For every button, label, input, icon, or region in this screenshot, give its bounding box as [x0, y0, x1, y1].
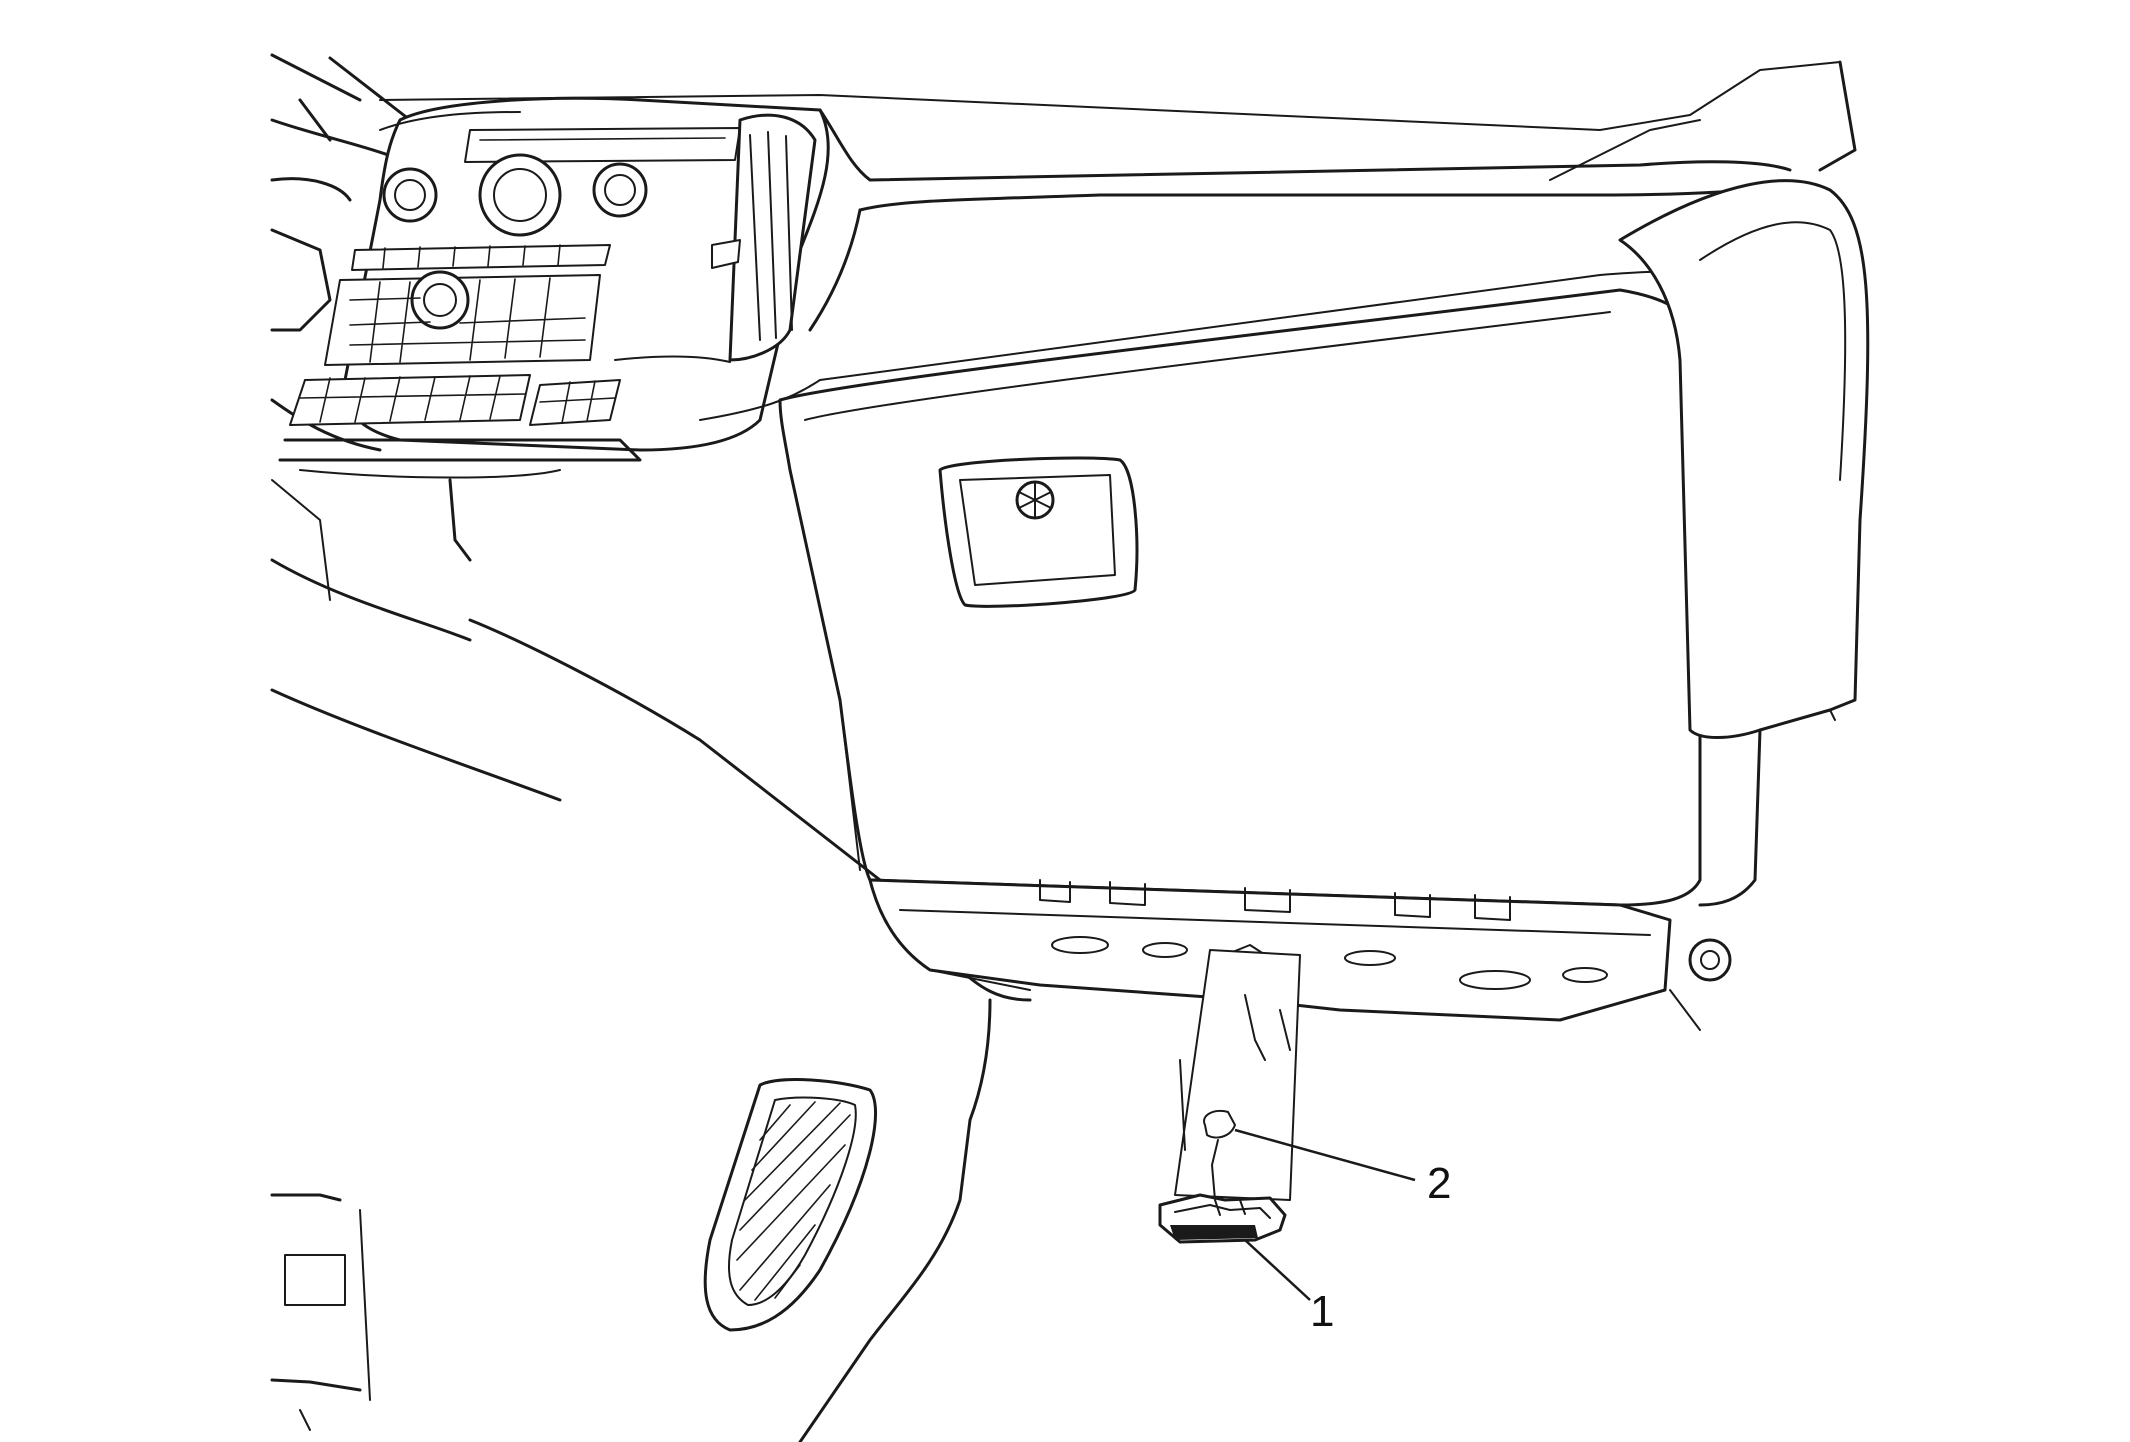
- leader-line-1: [1244, 1239, 1311, 1301]
- left-knob: [382, 167, 438, 223]
- right-end-cap: [1618, 179, 1870, 907]
- callout-label-2: 2: [1427, 1159, 1452, 1208]
- right-knob: [592, 162, 648, 218]
- center-air-vent: [614, 113, 817, 363]
- connector-item-2: [1203, 1109, 1236, 1201]
- callout-leaders: [1234, 1128, 1416, 1301]
- center-stack: [278, 96, 830, 562]
- lower-dash: [270, 618, 1032, 1442]
- glove-box-door: [778, 288, 1702, 907]
- sensor-item-1: [1158, 1193, 1287, 1244]
- callout-label-1: 1: [1310, 1287, 1335, 1336]
- floor-air-outlet: [703, 1078, 878, 1332]
- glove-box-underside: [868, 878, 1732, 1031]
- sensor-bracket: [1174, 949, 1301, 1201]
- center-knob: [478, 153, 562, 237]
- leader-line-2: [1234, 1128, 1416, 1182]
- bolt-icon: [1688, 938, 1732, 982]
- left-dash-section: [270, 118, 562, 802]
- glove-box-latch: [938, 456, 1139, 608]
- upper-dash-outline: [270, 53, 1857, 181]
